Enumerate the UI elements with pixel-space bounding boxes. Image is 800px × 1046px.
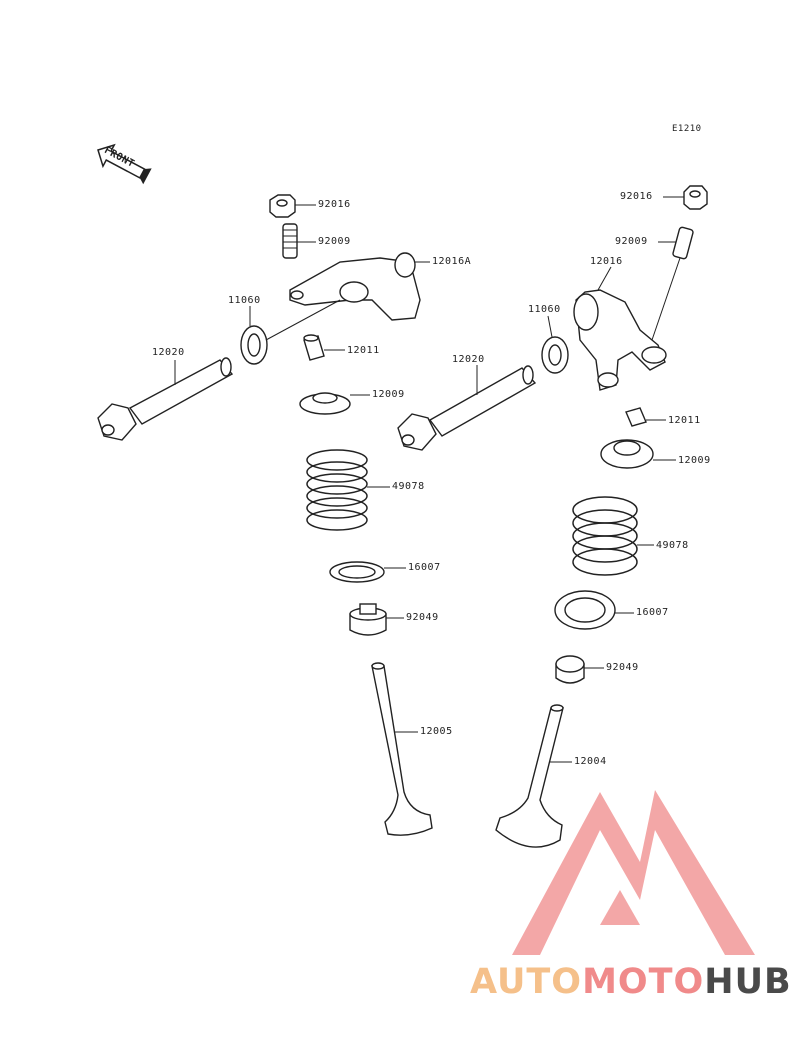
label-spring-seat-right: 16007 [636, 607, 669, 618]
label-retainer-right: 12009 [678, 455, 711, 466]
diagram-code: E1210 [672, 124, 702, 134]
retainer-right-part [600, 439, 676, 469]
spring-seat-right-part [554, 590, 634, 630]
label-shaft-right: 12020 [452, 354, 485, 365]
rocker-arm-right-part [573, 266, 667, 391]
shaft-left-part [97, 357, 234, 441]
label-valve-exhaust: 12005 [420, 726, 453, 737]
label-pin-right: 12011 [668, 415, 701, 426]
washer-left-part [240, 299, 341, 365]
washer-right-part [541, 315, 569, 374]
label-retainer-left: 12009 [372, 389, 405, 400]
label-rocker-right: 12016 [590, 256, 623, 267]
label-stud-right: 92009 [615, 236, 648, 247]
rocker-arm-left-part [289, 252, 430, 321]
label-spring-right: 49078 [656, 540, 689, 551]
label-seal-left: 92049 [406, 612, 439, 623]
label-washer-left: 11060 [228, 295, 261, 306]
label-nut-left: 92016 [318, 199, 351, 210]
spring-right-part [572, 496, 654, 576]
nut-left-part [269, 194, 316, 218]
spring-left-part [306, 449, 390, 531]
label-stud-left: 92009 [318, 236, 351, 247]
stud-left-part [282, 223, 316, 259]
label-nut-right: 92016 [620, 191, 653, 202]
front-arrow-icon [97, 143, 152, 185]
pin-left-part [303, 334, 345, 361]
watermark-hub: HUB [704, 962, 792, 1002]
valve-exhaust-part [371, 662, 433, 836]
pin-right-part [625, 407, 666, 427]
seal-right-part [555, 655, 604, 684]
watermark-auto: AUTO [470, 962, 583, 1002]
valve-intake-part [495, 704, 572, 848]
label-rocker-left: 12016A [432, 256, 472, 267]
label-shaft-left: 12020 [152, 347, 185, 358]
watermark-text: AUTOMOTOHUB [470, 962, 792, 1002]
label-washer-right: 11060 [528, 304, 561, 315]
label-seal-right: 92049 [606, 662, 639, 673]
seal-left-part [349, 603, 404, 636]
spring-seat-left-part [329, 561, 406, 583]
retainer-left-part [299, 392, 370, 415]
label-valve-intake: 12004 [574, 756, 607, 767]
nut-right-part [663, 185, 708, 210]
label-spring-seat-left: 16007 [408, 562, 441, 573]
stud-right-part [651, 226, 694, 341]
watermark-logo [512, 790, 755, 955]
label-spring-left: 49078 [392, 481, 425, 492]
watermark-moto: MOTO [582, 962, 705, 1002]
label-pin-left: 12011 [347, 345, 380, 356]
shaft-right-part [397, 365, 537, 451]
